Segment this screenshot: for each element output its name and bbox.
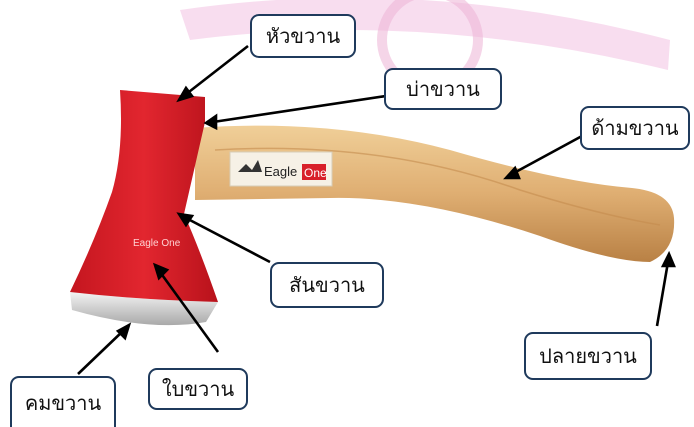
arrow-handle-end-tip	[660, 250, 676, 268]
label-axe-handle-end: ปลายขวาน	[524, 332, 652, 380]
brand-word-eagle: Eagle	[264, 164, 297, 179]
arrow-handle-end	[655, 261, 670, 327]
steel-edge	[70, 292, 218, 326]
handle-grain	[214, 147, 661, 226]
label-axe-spine: สันขวาน	[270, 262, 384, 308]
brand-word-one: One	[304, 166, 327, 180]
arrow-head-tip	[176, 85, 195, 103]
label-axe-shoulder: บ่าขวาน	[384, 68, 502, 110]
label-axe-handle: ด้ามขวาน	[580, 106, 690, 150]
arrow-blade-tip	[152, 262, 170, 281]
arrow-head	[184, 44, 249, 97]
label-axe-blade: ใบขวาน	[148, 368, 248, 410]
arrow-shoulder	[212, 94, 387, 124]
arrow-edge	[77, 329, 125, 375]
pointer-arrows	[77, 44, 676, 375]
axe-head	[70, 90, 218, 302]
brand-sticker: Eagle One	[229, 151, 333, 187]
arrow-handle	[511, 134, 583, 176]
arrow-handle-tip	[503, 165, 521, 180]
arrow-shoulder-tip	[203, 113, 218, 131]
arrow-spine-tip	[176, 212, 195, 228]
label-axe-head: หัวขวาน	[250, 14, 356, 58]
arrow-blade	[158, 271, 220, 353]
arrow-spine	[185, 216, 271, 264]
label-axe-edge: คมขวาน	[10, 376, 116, 427]
head-logo: Eagle One	[133, 238, 181, 249]
arrow-edge-tip	[115, 322, 132, 341]
